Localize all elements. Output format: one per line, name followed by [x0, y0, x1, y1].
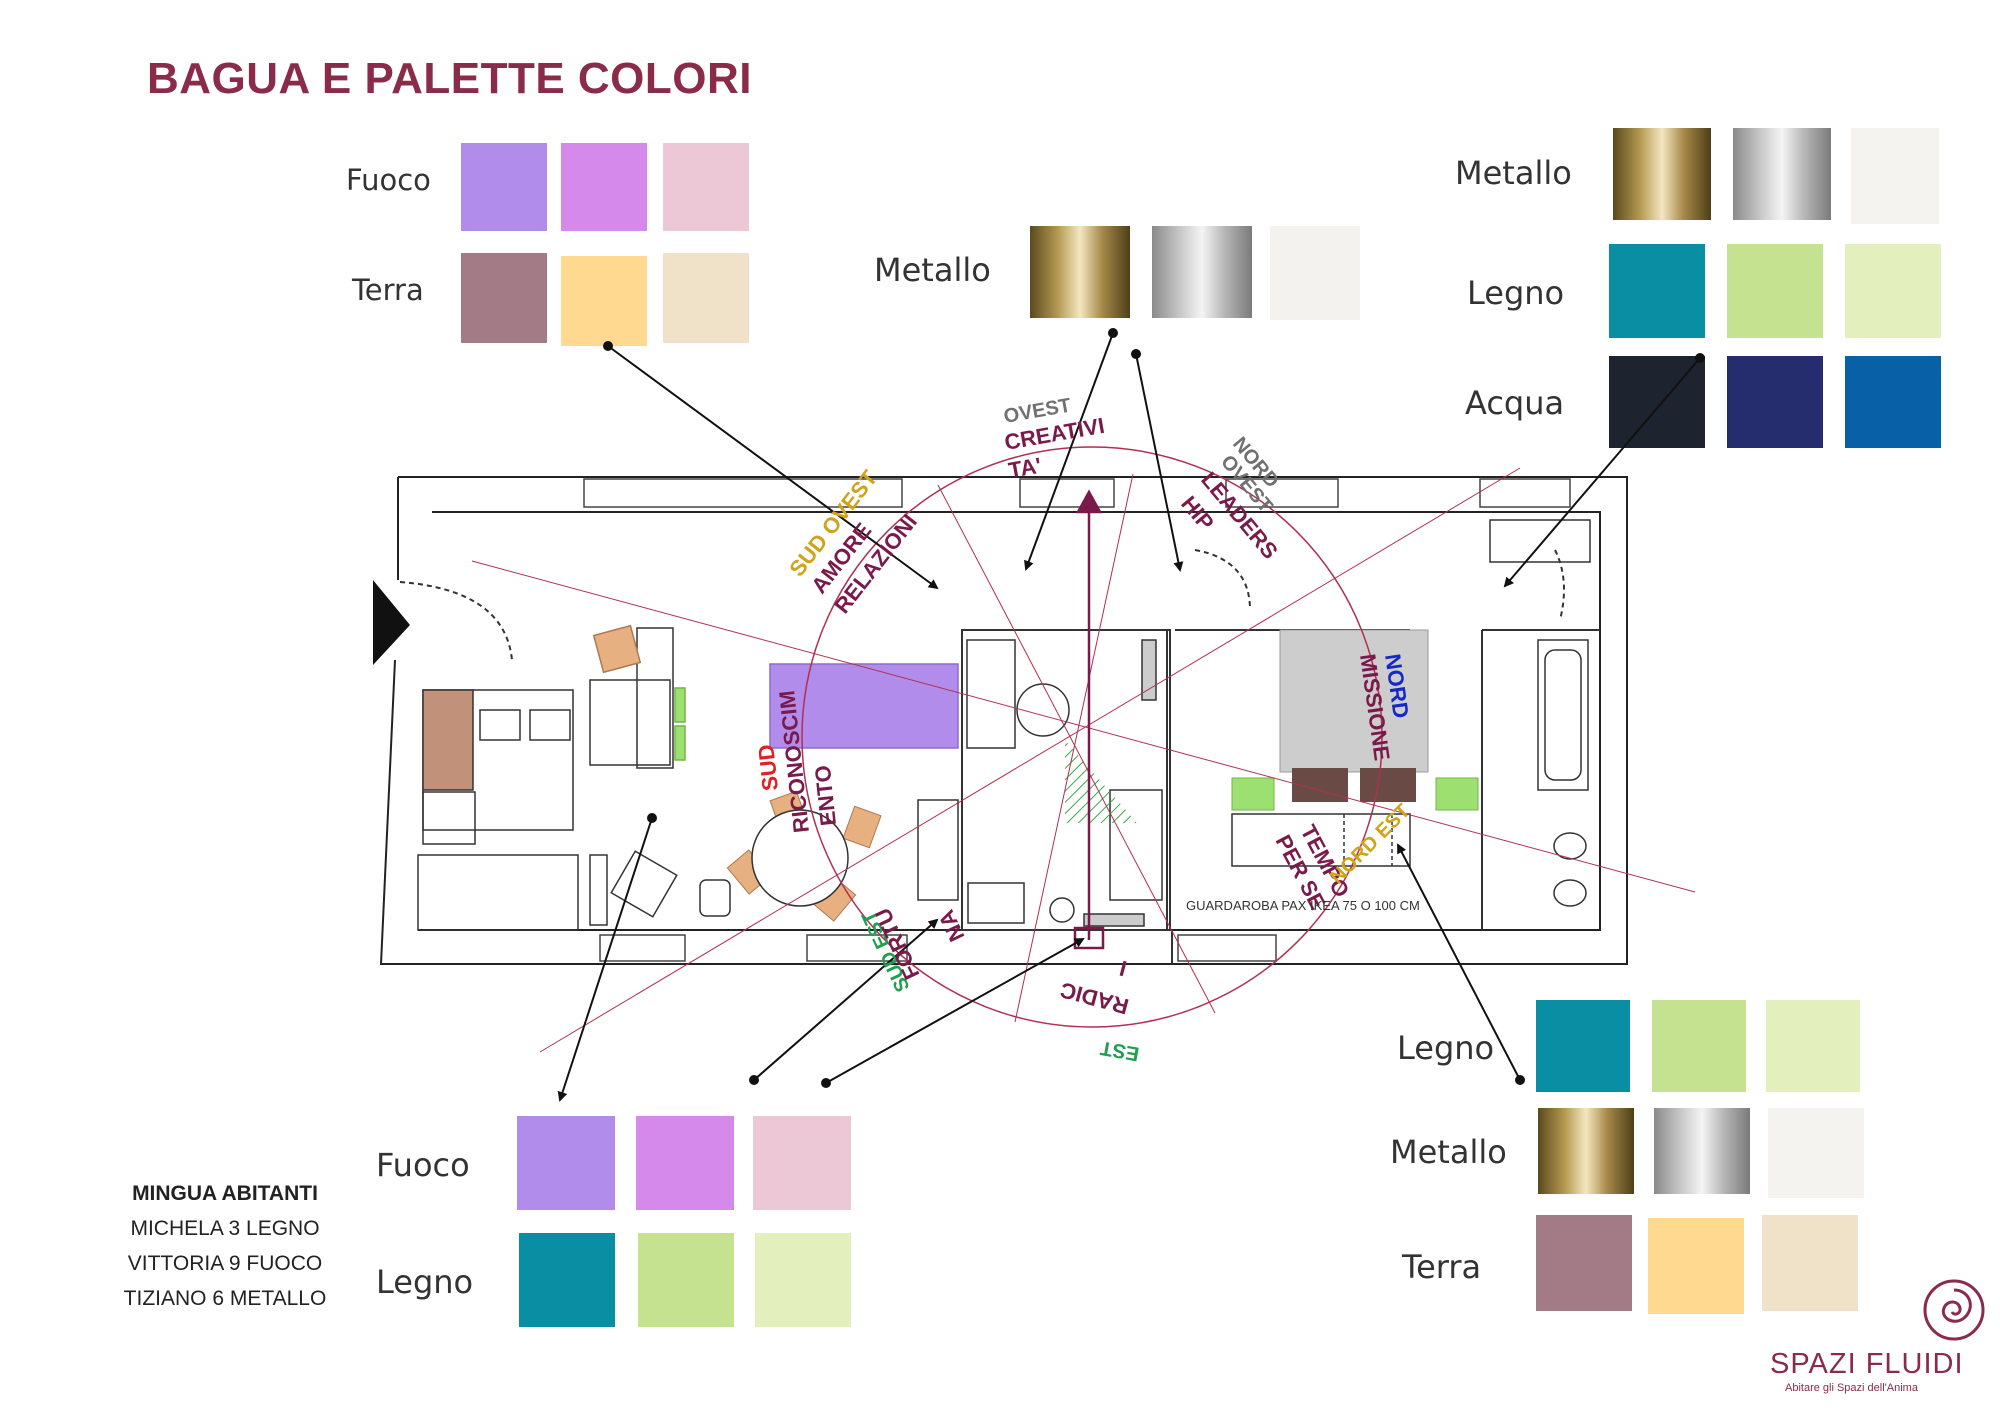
- color-swatch: [1762, 1215, 1858, 1311]
- bagua-lines: [471, 467, 1696, 1053]
- color-swatch: [1648, 1218, 1744, 1314]
- color-swatch: [1536, 1215, 1632, 1311]
- palette-element-label: Metallo: [1390, 1133, 1507, 1171]
- windows: [583, 478, 1571, 962]
- bed: [1279, 629, 1429, 773]
- inhabitants-heading: MINGUA ABITANTI: [132, 1182, 318, 1205]
- color-swatch: [1152, 226, 1252, 318]
- palette-element-label: Fuoco: [346, 163, 431, 197]
- inhabitant-item: TIZIANO 6 METALLO: [123, 1287, 327, 1310]
- palette-element-label: Legno: [1397, 1029, 1495, 1067]
- bagua-label-est: EST: [1099, 1036, 1141, 1064]
- bagua-label-radici: I: [1117, 956, 1129, 982]
- exterior-walls: [379, 476, 1628, 965]
- color-swatch: [461, 253, 547, 343]
- inhabitant-item: VITTORIA 9 FUOCO: [127, 1252, 323, 1275]
- armchair: [610, 850, 678, 918]
- nightstand: [1231, 777, 1275, 811]
- color-swatch: [561, 256, 647, 346]
- color-swatch: [519, 1233, 615, 1327]
- color-swatch: [1845, 244, 1941, 338]
- color-swatch: [1845, 356, 1941, 448]
- color-swatch: [1613, 128, 1711, 220]
- bagua-label-fortuna: NA: [933, 906, 969, 945]
- brand-tagline: Abitare gli Spazi dell'Anima: [1785, 1382, 1918, 1394]
- kitchen: [417, 627, 731, 931]
- brand-name: SPAZI FLUIDI: [1770, 1348, 1964, 1380]
- bathroom-2: [1489, 519, 1591, 907]
- interior-walls: [399, 549, 1600, 964]
- bagua-label-creativita: TA': [1007, 453, 1044, 483]
- color-swatch: [561, 143, 647, 231]
- dining-table: [726, 790, 882, 922]
- chair: [592, 624, 642, 674]
- palette-element-label: Legno: [1467, 274, 1565, 312]
- palette-element-label: Metallo: [1455, 154, 1572, 192]
- color-swatch: [753, 1116, 851, 1210]
- color-swatch: [663, 253, 749, 343]
- connector-arrows: [557, 332, 1701, 1102]
- inhabitant-item: MICHELA 3 LEGNO: [130, 1217, 320, 1240]
- color-swatch: [1727, 356, 1823, 448]
- palette-element-label: Legno: [376, 1263, 474, 1301]
- page-title: BAGUA E PALETTE COLORI: [147, 54, 752, 103]
- palette-element-label: Terra: [352, 273, 424, 307]
- arrow-origin-dots: [603, 328, 1705, 1088]
- pillow: [1360, 768, 1416, 802]
- color-swatch: [638, 1233, 734, 1327]
- color-swatch: [1727, 244, 1823, 338]
- wardrobe: [1231, 813, 1411, 867]
- bagua-label-riconoscimento: ENTO: [810, 764, 841, 827]
- color-swatch: [1766, 1000, 1860, 1092]
- entrance-door-icon: [373, 580, 410, 665]
- color-swatch: [1733, 128, 1831, 220]
- bagua-circle: [801, 446, 1383, 1028]
- nightstand: [1435, 777, 1479, 811]
- color-swatch: [755, 1233, 851, 1327]
- color-swatch: [1536, 1000, 1630, 1092]
- color-swatch: [461, 143, 547, 231]
- bagua-label-sud: SUD: [753, 743, 783, 792]
- color-swatch: [1538, 1108, 1634, 1194]
- bagua-label-radici: RADIC: [1057, 977, 1131, 1019]
- color-swatch: [1652, 1000, 1746, 1092]
- center-axis: [1073, 489, 1105, 950]
- palette-element-label: Terra: [1402, 1248, 1482, 1286]
- color-swatch: [663, 143, 749, 231]
- palette-element-label: Fuoco: [376, 1146, 470, 1184]
- spazi-fluidi-logo-icon: [1923, 1279, 1985, 1341]
- bagua-label-nord-est: NORD EST: [1326, 800, 1415, 889]
- palette-element-label: Metallo: [874, 251, 991, 289]
- color-swatch: [517, 1116, 615, 1210]
- color-swatch: [1030, 226, 1130, 318]
- color-swatch: [1851, 128, 1939, 224]
- color-swatch: [636, 1116, 734, 1210]
- color-swatch: [1654, 1108, 1750, 1194]
- wardrobe-note: GUARDAROBA PAX IKEA 75 O 100 CM: [1186, 898, 1420, 913]
- color-swatch: [1609, 244, 1705, 338]
- palette-element-label: Acqua: [1465, 384, 1565, 422]
- color-swatch: [1768, 1108, 1864, 1198]
- color-swatch: [1270, 226, 1360, 320]
